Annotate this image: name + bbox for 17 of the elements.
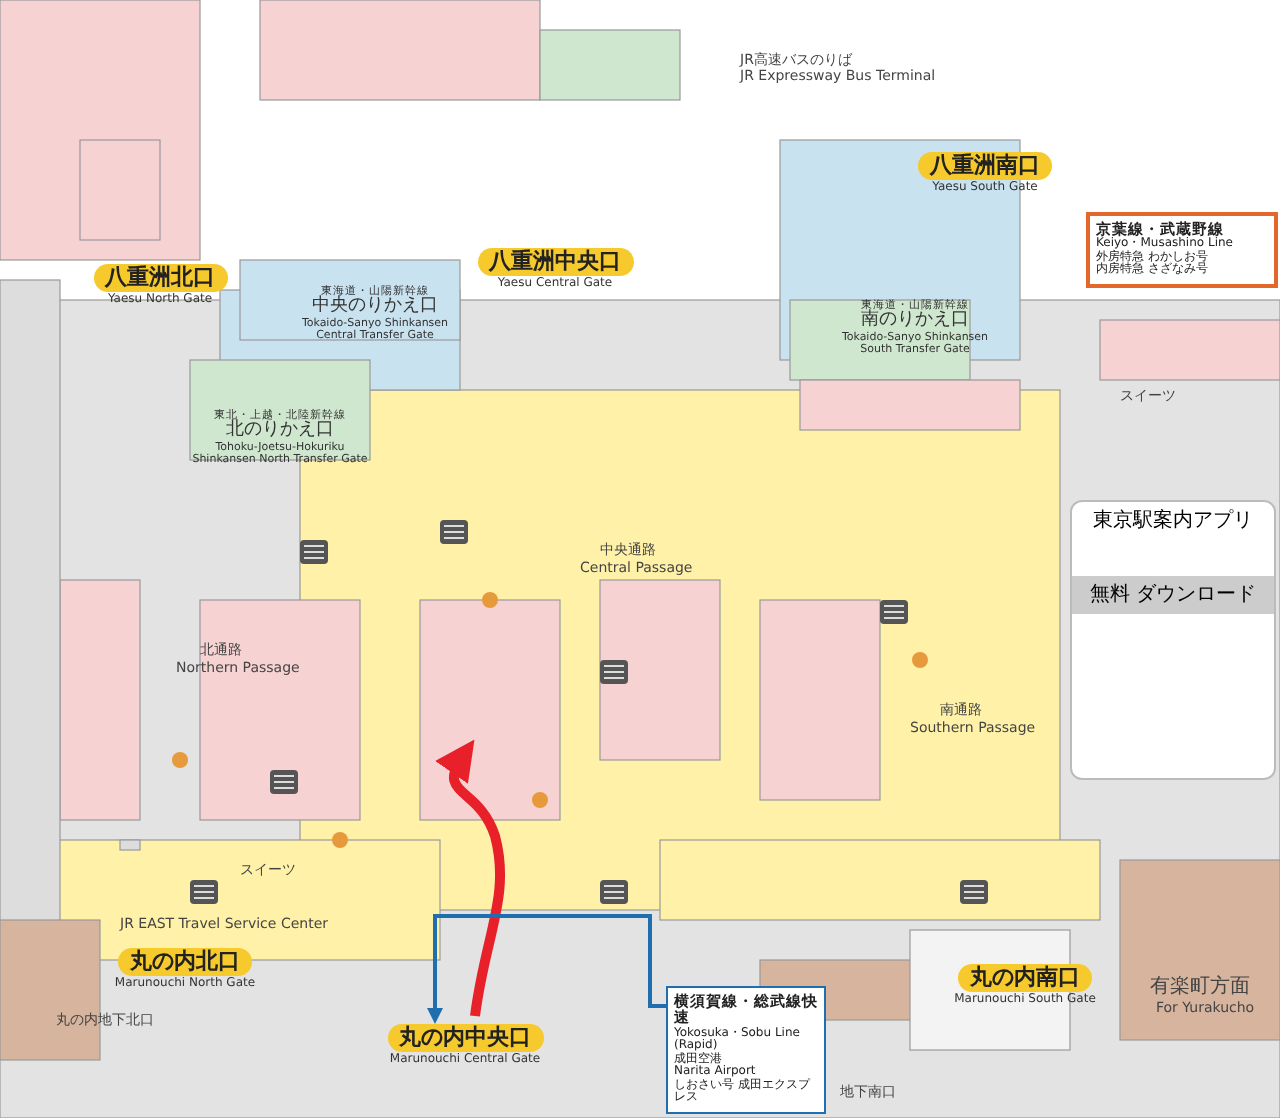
gate-name: 八重洲北口	[93, 264, 227, 293]
gate-name: 八重洲南口	[918, 152, 1052, 181]
download-label: 無料 ダウンロード	[1072, 576, 1274, 614]
route-arrow	[435, 738, 505, 1017]
gate-name: 丸の内中央口	[387, 1024, 543, 1053]
line-info-box	[666, 986, 826, 1115]
gate-name: 丸の内南口	[958, 964, 1092, 993]
transfer-gate-name: 北のりかえ口	[226, 422, 334, 441]
direction-label: 有楽町方面	[1150, 973, 1250, 1000]
gate-name: 八重洲中央口	[477, 248, 633, 277]
gate-name: 丸の内北口	[118, 948, 252, 977]
transfer-gate-name: 中央のりかえ口	[310, 298, 440, 317]
app-download-panel	[1070, 500, 1276, 780]
route-arrow	[427, 914, 666, 1024]
line-info-box	[1086, 212, 1278, 289]
panel-title: 東京駅案内アプリ	[1091, 510, 1255, 532]
transfer-gate-name: 南のりかえ口	[859, 312, 971, 331]
